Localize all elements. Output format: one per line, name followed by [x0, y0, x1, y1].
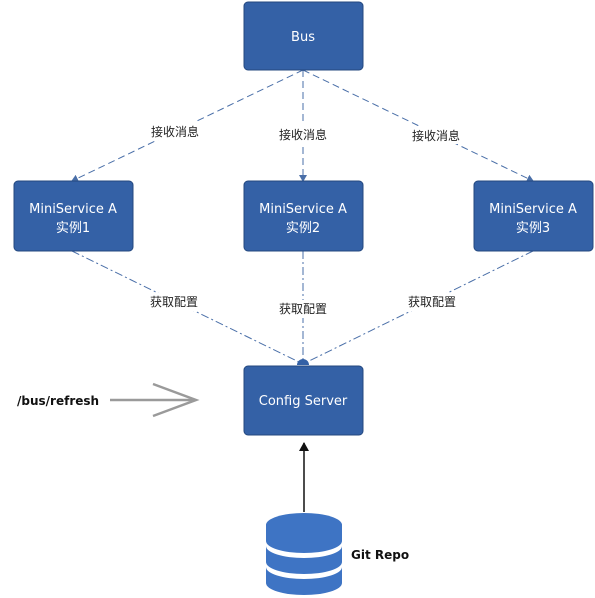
edge-label-bus-service1: 接收消息	[151, 124, 199, 139]
service-1-instance: 实例1	[56, 221, 90, 236]
service-3-instance: 实例3	[516, 221, 550, 236]
git-repo-database-icon[interactable]	[266, 513, 342, 595]
service-2-name: MiniService A	[259, 202, 347, 217]
service-node-3[interactable]: MiniService A 实例3	[473, 180, 594, 252]
edge-bus-service3	[302, 69, 534, 182]
service-node-2[interactable]: MiniService A 实例2	[243, 180, 364, 252]
service-node-1[interactable]: MiniService A 实例1	[13, 180, 134, 252]
edge-label-bus-service3: 接收消息	[412, 128, 460, 143]
service-1-name: MiniService A	[29, 202, 117, 217]
refresh-endpoint-label: /bus/refresh	[17, 394, 99, 408]
edge-label-bus-service2: 接收消息	[279, 127, 327, 142]
service-3-name: MiniService A	[489, 202, 577, 217]
edge-label-service2-config: 获取配置	[279, 302, 327, 316]
edge-bus-service1	[71, 69, 304, 183]
config-server-label: Config Server	[259, 394, 348, 409]
edge-label-service1-config: 获取配置	[150, 295, 198, 309]
git-repo-label: Git Repo	[351, 548, 409, 562]
service-2-instance: 实例2	[286, 221, 320, 236]
edge-label-service3-config: 获取配置	[408, 295, 456, 309]
bus-label: Bus	[291, 30, 315, 45]
refresh-trigger-arrow	[110, 382, 200, 418]
config-entry-point	[297, 359, 309, 365]
bus-node[interactable]: Bus	[243, 1, 364, 71]
config-server-node[interactable]: Config Server	[243, 365, 364, 436]
